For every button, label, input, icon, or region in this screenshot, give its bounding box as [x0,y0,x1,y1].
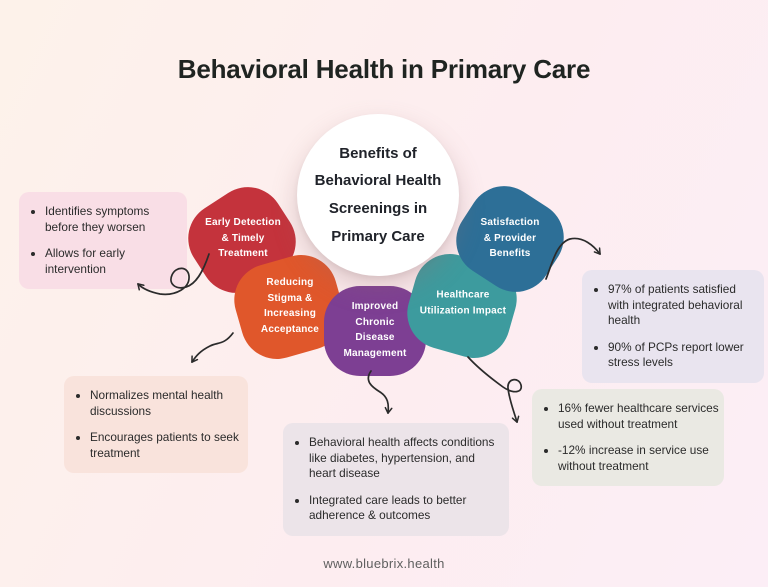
center-circle-line: Benefits of [339,144,417,162]
center-circle-line: Screenings in [328,200,428,217]
callout-item: Identifies symptoms before they worsen [45,204,179,235]
petal-label-utilization-impact: Healthcare Utilization Impact [419,289,507,317]
callout-list: 97% of patients satisfied with integrate… [590,282,760,371]
callout-chronic-disease: Behavioral health affects conditions lik… [283,423,509,536]
callout-item: Allows for early intervention [45,246,179,277]
callout-item: Behavioral health affects conditions lik… [309,435,505,482]
center-circle: Benefits of Behavioral Health Screenings… [297,114,459,276]
petal-label-early-detection: Early Detection & Timely Treatment [205,216,281,259]
center-circle-text: Benefits of Behavioral Health Screenings… [315,140,442,251]
arrow-chronic-disease [367,370,393,414]
footer-url: www.bluebrix.health [323,556,445,571]
callout-item: Encourages patients to seek treatment [90,430,240,461]
center-circle-line: Behavioral Health [314,172,442,190]
petal-label-reducing-stigma: Reducing Stigma & Increasing Acceptance [260,277,320,335]
callout-utilization-impact: 16% fewer healthcare services used witho… [532,389,724,487]
callout-early-detection: Identifies symptoms before they worsen A… [19,192,187,290]
callout-item: 97% of patients satisfied with integrate… [608,282,760,329]
callout-item: Integrated care leads to better adherenc… [309,493,505,524]
callout-item: 90% of PCPs report lower stress levels [608,340,760,371]
callout-satisfaction: 97% of patients satisfied with integrate… [582,270,764,383]
callout-item: -12% increase in service use without tre… [558,443,720,474]
arrow-reducing-stigma [191,332,234,363]
petal-label-satisfaction: Satisfaction & Provider Benefits [480,216,540,259]
page-title: Behavioral Health in Primary Care [177,54,591,84]
callout-list: 16% fewer healthcare services used witho… [540,401,720,474]
callout-list: Behavioral health affects conditions lik… [291,435,505,524]
arrow-utilization-impact [467,356,523,423]
callout-item: 16% fewer healthcare services used witho… [558,401,720,432]
callout-item: Normalizes mental health discussions [90,388,240,419]
petal-label-chronic-disease: Improved Chronic Disease Management [343,301,407,359]
callout-reducing-stigma: Normalizes mental health discussions Enc… [64,376,248,474]
callout-list: Identifies symptoms before they worsen A… [27,204,179,277]
center-circle-line: Primary Care [331,227,425,245]
callout-list: Normalizes mental health discussions Enc… [72,388,240,461]
